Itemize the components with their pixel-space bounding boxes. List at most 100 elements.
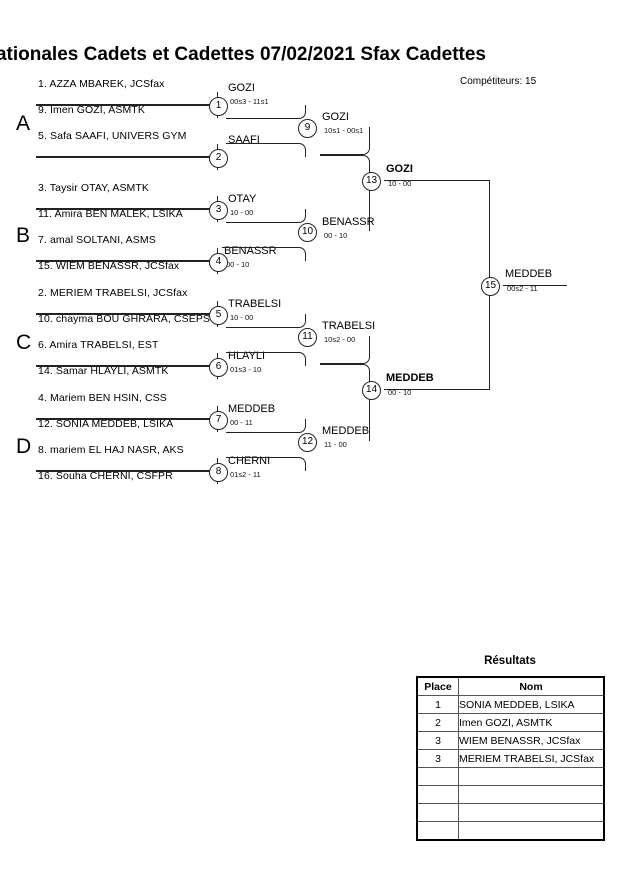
result-name: WIEM BENASSR, JCSfax (458, 731, 605, 750)
match-node-4[interactable]: 4 (209, 253, 228, 272)
table-row (416, 803, 605, 822)
match-node-8[interactable]: 8 (209, 463, 228, 482)
match-winner-5: TRABELSI (228, 298, 282, 310)
r2-line-bot-11 (226, 352, 306, 366)
pool-label-d: D (16, 435, 32, 458)
table-row (416, 821, 605, 841)
table-row: 3 WIEM BENASSR, JCSfax (416, 731, 605, 750)
entrant-3: 3. Taysir OTAY, ASMTK (38, 182, 150, 194)
match-winner-1: GOZI (228, 82, 255, 94)
match-score-14: 00 - 10 (388, 388, 412, 397)
r1-line-top-6 (36, 353, 218, 366)
result-name: Imen GOZI, ASMTK (458, 713, 605, 732)
match-winner-15: MEDDEB (505, 268, 553, 280)
result-name: MERIEM TRABELSI, JCSfax (458, 749, 605, 768)
entrant-14: 14. Samar HLAYLI, ASMTK (38, 365, 169, 377)
result-name: SONIA MEDDEB, LSIKA (458, 695, 605, 714)
r1-line-bot-5 (36, 314, 218, 327)
entrant-1: 1. AZZA MBAREK, JCSfax (38, 78, 165, 90)
match-node-9[interactable]: 9 (298, 119, 317, 138)
entrant-15: 15. WIEM BENASSR, JCSfax (38, 260, 180, 272)
result-name (458, 785, 605, 804)
entrant-4: 4. Mariem BEN HSIN, CSS (38, 392, 167, 404)
result-place: 2 (416, 713, 459, 732)
pool-label-a: A (16, 112, 31, 135)
r2-line-top-12 (226, 419, 306, 433)
r1-line-bot-3 (36, 209, 218, 222)
r3-line-top-14 (320, 336, 370, 364)
match-winner-3: OTAY (228, 193, 257, 205)
r1-line-top-5 (36, 301, 218, 314)
final-line-top (384, 180, 490, 181)
match-node-3[interactable]: 3 (209, 201, 228, 220)
match-node-7[interactable]: 7 (209, 411, 228, 430)
pool-label-b: B (16, 224, 31, 247)
r1-line-top-3 (36, 196, 218, 209)
match-node-13[interactable]: 13 (362, 172, 381, 191)
match-score-15: 00s2 - 11 (507, 284, 538, 293)
match-winner-11: TRABELSI (322, 320, 376, 332)
result-place: 1 (416, 695, 459, 714)
match-node-11[interactable]: 11 (298, 328, 317, 347)
r1-line-bot-7 (36, 419, 218, 432)
match-node-6[interactable]: 6 (209, 358, 228, 377)
match-node-14[interactable]: 14 (362, 381, 381, 400)
match-score-7: 00 - 11 (230, 418, 253, 427)
match-winner-9: GOZI (322, 111, 349, 123)
entrant-9: 9. Imen GOZI, ASMTK (38, 104, 145, 116)
r1-line-top-2 (36, 144, 218, 157)
result-place: 3 (416, 731, 459, 750)
page-title: ales Nationales Cadets et Cadettes 07/02… (0, 44, 486, 65)
results-title: Résultats (484, 655, 536, 667)
r1-line-bot-4 (36, 261, 218, 274)
match-winner-6: HLAYLI (228, 350, 266, 362)
match-winner-10: BENASSR (322, 216, 375, 228)
r3-line-top-13 (320, 127, 370, 155)
match-node-10[interactable]: 10 (298, 223, 317, 242)
result-place: 3 (416, 749, 459, 768)
r1-line-top-7 (36, 406, 218, 419)
entrant-11: 11. Amira BEN MALEK, LSIKA (38, 208, 183, 220)
result-place (416, 785, 459, 804)
r1-line-bot-2 (36, 157, 218, 170)
match-node-5[interactable]: 5 (209, 306, 228, 325)
match-winner-14: MEDDEB (386, 372, 434, 384)
match-score-13: 10 - 00 (388, 179, 412, 188)
entrant-7: 7. amal SOLTANI, ASMS (38, 234, 156, 246)
r2-line-bot-9 (226, 143, 306, 157)
match-node-2[interactable]: 2 (209, 149, 228, 168)
entrant-10: 10. chayma BOU GHRARA, CSEPS (38, 313, 211, 325)
competitors-count: Compétiteurs: 15 (460, 76, 537, 87)
result-name (458, 767, 605, 786)
result-place (416, 803, 459, 822)
result-place (416, 821, 459, 841)
entrant-6: 6. Amira TRABELSI, EST (38, 339, 159, 351)
r3-line-bot-14 (320, 364, 370, 441)
match-score-6: 01s3 - 10 (230, 365, 262, 374)
match-winner-4: BENASSR (224, 245, 277, 257)
match-score-5: 10 - 00 (230, 313, 254, 322)
results-header-row: Place Nom (416, 676, 605, 696)
match-node-15[interactable]: 15 (481, 277, 500, 296)
r2-line-top-11 (226, 314, 306, 328)
match-winner-7: MEDDEB (228, 403, 276, 415)
table-row: 1 SONIA MEDDEB, LSIKA (416, 695, 605, 714)
match-score-8: 01s2 - 11 (230, 470, 261, 479)
match-score-1: 00s3 - 11s1 (230, 97, 269, 106)
match-score-4: 00 - 10 (226, 260, 250, 269)
match-node-1[interactable]: 1 (209, 97, 228, 116)
r1-line-top-4 (36, 248, 218, 261)
match-node-12[interactable]: 12 (298, 433, 317, 452)
table-row (416, 785, 605, 804)
match-score-3: 10 - 00 (230, 208, 254, 217)
r2-line-top-10 (226, 209, 306, 223)
match-score-11: 10s2 - 00 (324, 335, 356, 344)
entrant-8: 8. mariem EL HAJ NASR, AKS (38, 444, 184, 456)
r1-line-top-1 (36, 92, 218, 105)
result-name (458, 821, 605, 841)
r1-line-bot-8 (36, 471, 218, 484)
results-table: Place Nom 1 SONIA MEDDEB, LSIKA 2 Imen G… (416, 676, 605, 841)
r1-line-bot-1 (36, 105, 218, 118)
match-winner-8: CHERNI (228, 455, 271, 467)
